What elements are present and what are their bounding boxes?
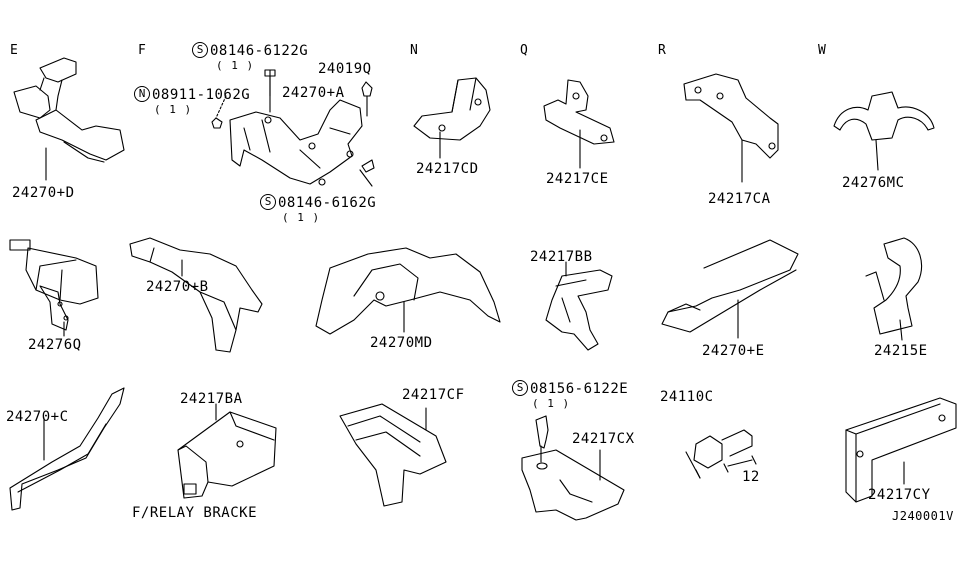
part-24217cx-drawing xyxy=(521,415,625,521)
part-label-08911-1062g: 08911-1062G xyxy=(152,87,251,103)
part-24270-c-drawing xyxy=(9,387,125,511)
part-label-24019q: 24019Q xyxy=(318,61,372,77)
part-24217bb-drawing xyxy=(545,261,613,351)
part-label-24270-c: 24270+C xyxy=(6,409,69,425)
part-label-24270-b: 24270+B xyxy=(146,279,209,295)
section-label-n: N xyxy=(410,43,418,58)
qty-label-08146-6122g: ( 1 ) xyxy=(216,59,255,72)
part-label-08156-6122e: 08156-6122E xyxy=(530,381,629,397)
section-label-w: W xyxy=(818,43,826,58)
qty-label-08156-6122e: ( 1 ) xyxy=(532,397,571,410)
part-label-24110c: 24110C xyxy=(660,389,714,405)
part-24217ba-drawing xyxy=(177,403,277,499)
part-label-24215e: 24215E xyxy=(874,343,928,359)
part-24215e-drawing xyxy=(865,237,922,341)
part-24110c-drawing xyxy=(685,429,757,479)
part-24217cd-drawing xyxy=(413,77,491,159)
screw-symbol-s: S xyxy=(192,42,208,58)
part-24270-a-drawing xyxy=(211,69,375,187)
part-24276mc-drawing xyxy=(833,91,935,171)
section-label-f: F xyxy=(138,43,146,58)
screw-symbol-s-3: S xyxy=(512,380,528,396)
part-label-24217cd: 24217CD xyxy=(416,161,479,177)
part-label-24270-e: 24270+E xyxy=(702,343,765,359)
part-label-24217cy: 24217CY xyxy=(868,487,931,503)
section-label-e: E xyxy=(10,43,18,58)
part-label-24276mc: 24276MC xyxy=(842,175,905,191)
part-24270-d-drawing xyxy=(13,57,125,181)
part-label-24270md: 24270MD xyxy=(370,335,433,351)
part-24217ca-drawing xyxy=(683,73,779,183)
part-24217cf-drawing xyxy=(339,403,447,507)
part-label-24217ca: 24217CA xyxy=(708,191,771,207)
section-label-r: R xyxy=(658,43,666,58)
dimension-label-12: 12 xyxy=(742,469,760,485)
part-label-08146-6162g: 08146-6162G xyxy=(278,195,377,211)
part-label-08146-6122g: 08146-6122G xyxy=(210,43,309,59)
qty-label-08911-1062g: ( 1 ) xyxy=(154,103,193,116)
part-label-24217cx: 24217CX xyxy=(572,431,635,447)
part-24217ce-drawing xyxy=(543,79,615,169)
part-24270-e-drawing xyxy=(661,239,799,339)
part-24276q-drawing xyxy=(9,239,99,337)
part-24270md-drawing xyxy=(315,247,501,335)
relay-bracket-caption: F/RELAY BRACKE xyxy=(132,505,258,521)
section-label-q: Q xyxy=(520,43,528,58)
part-24217cy-drawing xyxy=(845,397,957,503)
diagram-code: J240001V xyxy=(892,509,954,523)
part-label-24217ce: 24217CE xyxy=(546,171,609,187)
part-24270-b-drawing xyxy=(129,237,263,353)
part-label-24217bb: 24217BB xyxy=(530,249,593,265)
qty-label-08146-6162g: ( 1 ) xyxy=(282,211,321,224)
part-label-24217ba: 24217BA xyxy=(180,391,243,407)
part-label-24217cf: 24217CF xyxy=(402,387,465,403)
screw-symbol-s-2: S xyxy=(260,194,276,210)
part-label-24276q: 24276Q xyxy=(28,337,82,353)
nut-symbol-n: N xyxy=(134,86,150,102)
part-label-24270-a: 24270+A xyxy=(282,85,345,101)
part-label-24270-d: 24270+D xyxy=(12,185,75,201)
